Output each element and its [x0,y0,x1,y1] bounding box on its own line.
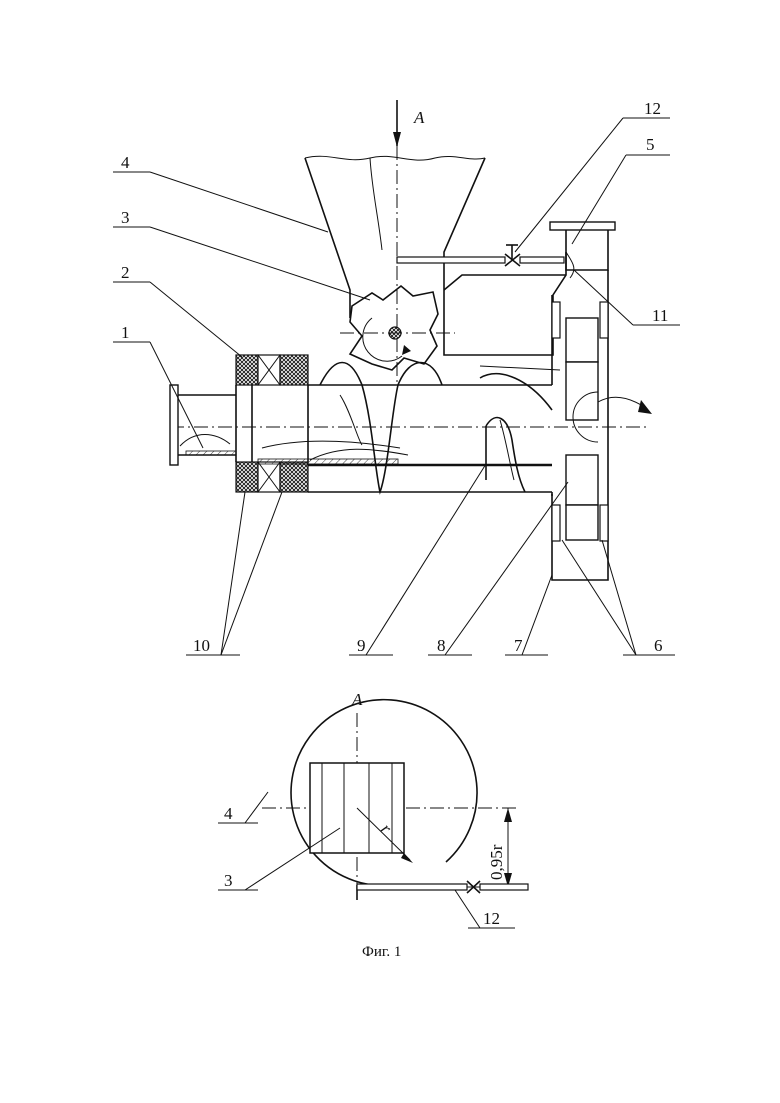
figure-caption: Фиг. 1 [362,944,401,960]
label-8: 8 [437,636,446,655]
section-label-a: A [351,690,363,709]
bearing-block [236,355,400,492]
label-1: 1 [121,323,130,342]
view-label-a: A [413,108,425,127]
section-pipe [357,881,528,893]
section-label-12: 12 [483,909,500,928]
main-view: A [113,99,680,655]
section-view-a: A r 0,95r [218,690,528,928]
label-4: 4 [121,153,130,172]
label-6: 6 [654,636,663,655]
label-12: 12 [644,99,661,118]
label-7: 7 [514,636,523,655]
label-11: 11 [652,306,668,325]
drive-housing [552,270,652,580]
label-9: 9 [357,636,366,655]
dimension-095r: 0,95r [450,808,520,887]
label-10: 10 [193,636,210,655]
pipe [397,245,564,266]
label-5: 5 [646,135,655,154]
offset-dimension: 0,95r [487,844,506,880]
view-arrow-a: A [393,100,425,147]
label-2: 2 [121,263,130,282]
label-3: 3 [121,208,130,227]
section-label-3: 3 [224,871,233,890]
hopper [305,156,485,318]
outlet-pipe [170,385,236,465]
section-label-4: 4 [224,804,233,823]
